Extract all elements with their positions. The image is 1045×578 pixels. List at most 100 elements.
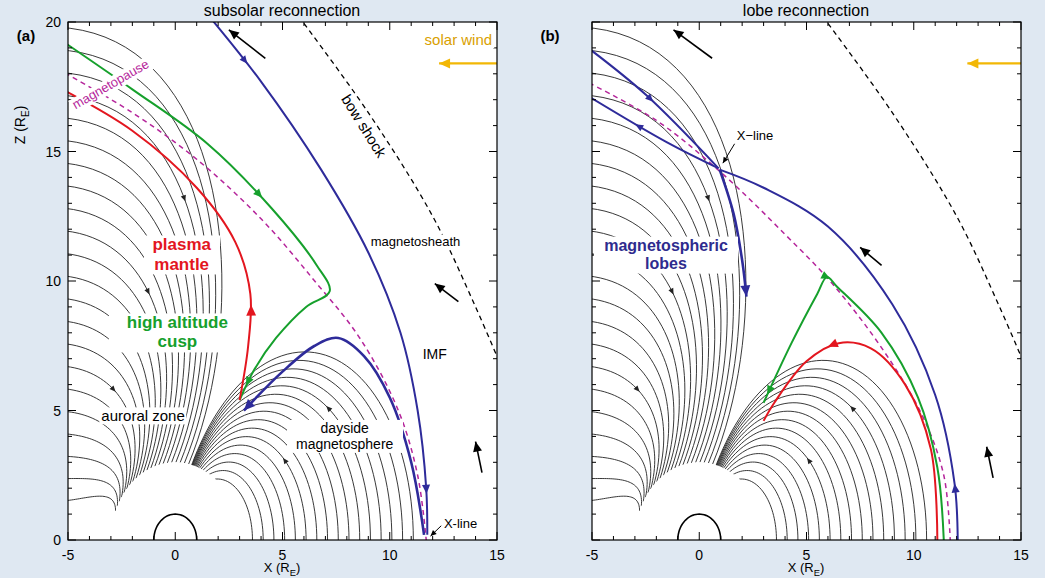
arrow-head [828, 339, 839, 347]
region-label: dayside magnetosphere [287, 420, 403, 452]
field-line [68, 479, 118, 507]
arrow-head [246, 376, 254, 386]
field-line [68, 496, 116, 511]
arrow-head [229, 30, 240, 40]
axis-ticks [592, 22, 1021, 540]
plot-frame [68, 22, 497, 540]
arrow-head [439, 58, 450, 68]
field-line [68, 253, 161, 470]
tick-label: 0 [171, 547, 179, 563]
field-line [68, 27, 222, 464]
field-line [68, 275, 155, 472]
region-label: high altitude cusp [109, 313, 245, 352]
field-label: IMF [421, 345, 449, 361]
field-line [68, 433, 123, 497]
axis-ticks [68, 22, 497, 540]
reconnected-field-line [764, 277, 944, 540]
reconnected-field-line [244, 338, 424, 535]
field-line [592, 433, 647, 497]
arrow-head [435, 284, 446, 294]
field-line [592, 496, 640, 511]
panel-title: lobe reconnection [743, 2, 869, 20]
x-line-label: X-line [442, 517, 479, 532]
field-line [68, 366, 135, 485]
tick-label: -5 [586, 547, 598, 563]
field-line [592, 185, 703, 465]
field-line [592, 343, 664, 481]
axis-label: E [290, 568, 296, 578]
field-line [592, 275, 679, 472]
leader-line [723, 144, 735, 163]
tick-label: 10 [382, 547, 398, 563]
plot-panel [581, 9, 1027, 540]
plot-frame-ground [68, 22, 497, 540]
arrow-head [645, 94, 653, 102]
inner-boundary [111, 462, 240, 540]
tick-label: 5 [803, 547, 811, 563]
earth [154, 514, 197, 540]
field-line [592, 479, 642, 507]
reconnected-field-line [68, 38, 330, 401]
plot-frame [592, 22, 1021, 540]
field-line [592, 388, 655, 489]
reconnected-field-line [68, 87, 251, 400]
axis-label: ) [12, 106, 28, 111]
arrow-head [820, 271, 830, 279]
tick-label: 0 [53, 532, 61, 548]
field-line [592, 27, 746, 464]
arrow-head [634, 385, 640, 391]
tick-label: 15 [1013, 547, 1029, 563]
reconnected-field-line [592, 43, 719, 169]
tick-label: 5 [53, 402, 61, 418]
flow-arrow [229, 30, 265, 58]
arrow-head [246, 305, 256, 316]
field-line [592, 321, 669, 479]
plot-frame-ground [592, 22, 1021, 540]
panel-letter: (b) [540, 27, 559, 44]
arrow-head [860, 247, 871, 257]
field-line [592, 50, 740, 463]
axis-label: ) [296, 560, 300, 575]
field-line [68, 95, 203, 462]
arrow-head [431, 530, 437, 536]
field-line [68, 388, 131, 489]
reconnected-field-line [720, 170, 747, 297]
x-line-label: X−line [735, 128, 776, 143]
boundary-label: magnetopause [68, 56, 153, 114]
axis-label-group: X (RE) [788, 561, 825, 578]
arrow-head [740, 285, 750, 296]
reconnected-field-line [764, 342, 938, 540]
tick-label: 10 [906, 547, 922, 563]
arrow-head [723, 157, 728, 164]
axis-label: Z (R [12, 117, 28, 144]
tick-label: 15 [45, 143, 61, 159]
arrow-head [422, 485, 430, 494]
region-label: bow shock [337, 89, 391, 162]
arrow-head [635, 124, 644, 131]
arrow-head [181, 195, 186, 202]
axis-label: ) [820, 560, 824, 575]
arrow-head [253, 188, 262, 197]
tick-label: 5 [279, 547, 287, 563]
region-label: auroral zone [99, 407, 186, 424]
magnetopause-line [68, 69, 426, 540]
axis-label: E [814, 568, 820, 578]
field-line [592, 366, 659, 485]
axis-label-group: X (RE) [264, 561, 301, 578]
bow-shock-line [817, 22, 1021, 372]
reconnected-field-line [720, 170, 958, 540]
inner-boundary [635, 462, 764, 540]
flow-label: solar wind [423, 32, 495, 49]
tick-label: 15 [489, 547, 505, 563]
region-label: magnetospheric lobes [594, 237, 738, 274]
panel-title: subsolar reconnection [204, 2, 361, 20]
tick-label: 10 [45, 273, 61, 289]
plot-panel [57, 9, 503, 540]
arrow-head [984, 447, 993, 458]
arrow-head [144, 288, 149, 295]
field-line [68, 140, 191, 463]
arrow-head [473, 442, 482, 453]
arrow-head [850, 406, 856, 412]
